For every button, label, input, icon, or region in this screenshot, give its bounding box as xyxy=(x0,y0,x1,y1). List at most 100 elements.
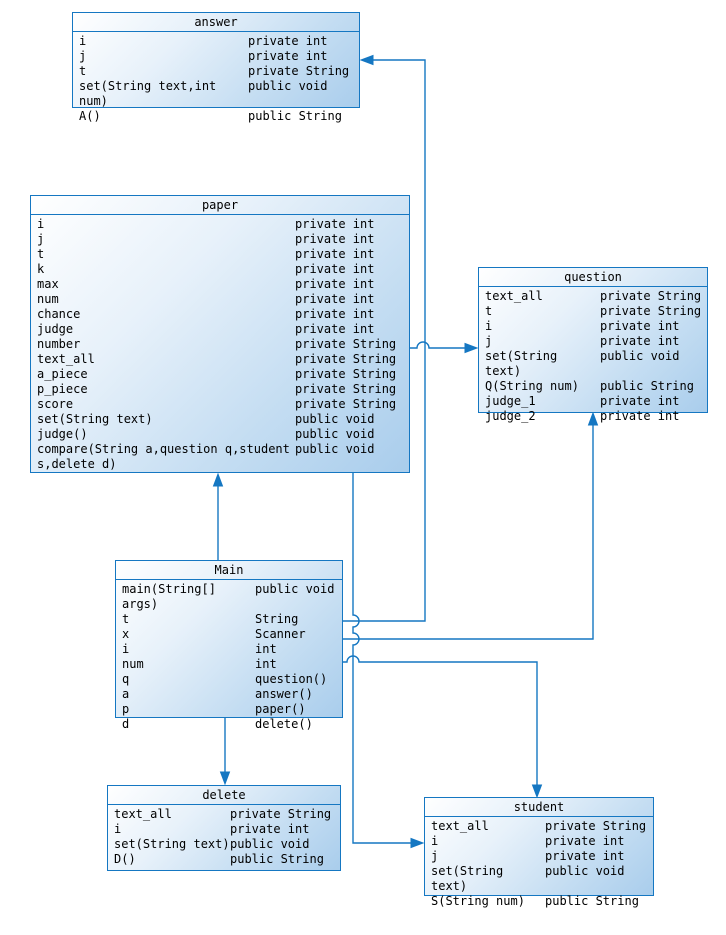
member-type: public void xyxy=(600,349,680,363)
class-title-question: question xyxy=(479,268,707,287)
member-name: set(String text) xyxy=(431,864,511,893)
member-type: private int xyxy=(600,409,680,423)
member-row: set(String text) public void xyxy=(425,864,653,894)
connector-main-to-answer-arrowhead-icon xyxy=(359,54,374,66)
member-row: num int xyxy=(116,657,342,672)
member-row: main(String[] args)public void xyxy=(116,582,342,612)
member-row: judge_2 private int xyxy=(479,409,707,424)
member-row: S(String num)public String xyxy=(425,894,653,909)
member-row: p paper() xyxy=(116,702,342,717)
member-name: i xyxy=(431,834,439,848)
member-name: t xyxy=(37,247,45,261)
member-name: text_all xyxy=(485,289,543,303)
member-name: j xyxy=(485,334,493,348)
member-name: i xyxy=(79,34,87,48)
connector-main-to-student-arrowhead-icon xyxy=(531,784,543,799)
member-name: compare(String a,question q,student s,de… xyxy=(37,442,298,471)
member-row: text_all private String xyxy=(479,289,707,304)
member-row: set(String text,int num)public void xyxy=(73,79,359,109)
member-name: p xyxy=(122,702,130,716)
connector-paper-to-student-arrowhead-icon xyxy=(410,837,425,849)
member-row: judge()public void xyxy=(31,427,409,442)
member-type: private String xyxy=(295,352,397,366)
connector-main-to-answer[interactable] xyxy=(343,59,426,622)
connector-main-to-student[interactable] xyxy=(343,655,538,785)
member-name: text_all xyxy=(431,819,489,833)
member-name: p_piece xyxy=(37,382,88,396)
member-name: j xyxy=(431,849,439,863)
member-row: number private String xyxy=(31,337,409,352)
connector-main-to-paper-arrowhead-icon xyxy=(212,472,224,487)
connector-main-to-question[interactable] xyxy=(343,425,594,640)
class-title-student: student xyxy=(425,798,653,817)
member-type: public void xyxy=(230,837,310,851)
member-type: private int xyxy=(600,334,680,348)
member-name: number xyxy=(37,337,81,351)
member-name: set(String text) xyxy=(37,412,153,426)
member-type: question() xyxy=(255,672,328,686)
connector-main-to-delete-arrowhead-icon xyxy=(219,771,231,786)
member-type: String xyxy=(255,612,299,626)
class-title-answer: answer xyxy=(73,13,359,32)
member-name: t xyxy=(485,304,493,318)
member-type: private int xyxy=(230,822,310,836)
member-type: public void xyxy=(545,864,625,878)
member-name: k xyxy=(37,262,45,276)
member-name: judge_2 xyxy=(485,409,536,423)
member-type: private int xyxy=(295,262,375,276)
member-row: d delete() xyxy=(116,717,342,732)
member-name: i xyxy=(37,217,45,231)
member-name: j xyxy=(79,49,87,63)
member-type: int xyxy=(255,657,277,671)
member-type: private int xyxy=(295,322,375,336)
member-name: t xyxy=(122,612,130,626)
member-name: set(String text) xyxy=(485,349,565,378)
member-type: delete() xyxy=(255,717,313,731)
member-name: S(String num) xyxy=(431,894,525,908)
member-type: public void xyxy=(295,412,375,426)
member-row: t private int xyxy=(31,247,409,262)
member-type: private String xyxy=(600,289,702,303)
member-type: int xyxy=(255,642,277,656)
member-type: public String xyxy=(600,379,694,393)
connector-paper-to-question-arrowhead-icon xyxy=(464,342,479,354)
member-name: d xyxy=(122,717,130,731)
member-name: D() xyxy=(114,852,136,866)
member-name: A() xyxy=(79,109,101,123)
connector-paper-to-question[interactable] xyxy=(410,341,465,349)
member-name: num xyxy=(37,292,59,306)
member-name: t xyxy=(79,64,87,78)
member-type: public void xyxy=(255,582,335,596)
member-name: q xyxy=(122,672,130,686)
member-name: num xyxy=(122,657,144,671)
connector-paper-to-student[interactable] xyxy=(352,473,411,844)
member-type: private String xyxy=(295,337,397,351)
member-row: Q(String num)public String xyxy=(479,379,707,394)
member-type: private int xyxy=(295,247,375,261)
member-row: set(String text)public void xyxy=(108,837,340,852)
member-row: t String xyxy=(116,612,342,627)
member-type: paper() xyxy=(255,702,306,716)
